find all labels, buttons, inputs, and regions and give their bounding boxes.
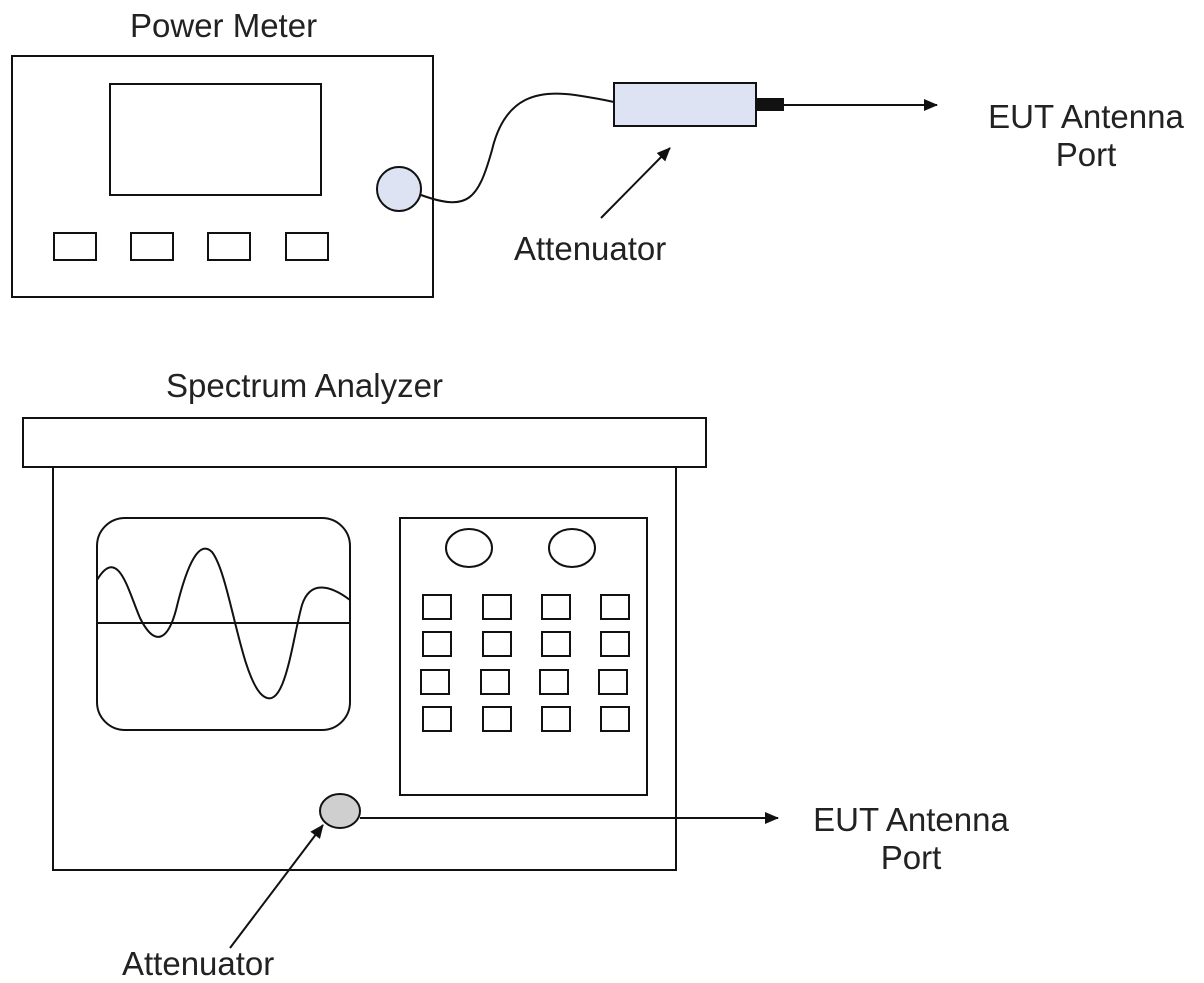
analyzer-key xyxy=(600,706,630,732)
analyzer-key xyxy=(600,631,630,657)
top-attenuator-pointer xyxy=(600,147,671,219)
bottom-port-label-line1: EUT Antenna xyxy=(813,801,1009,838)
analyzer-knob xyxy=(445,528,493,568)
bottom-attenuator-label: Attenuator xyxy=(122,945,275,982)
power-meter-display xyxy=(109,83,322,196)
power-meter-input-connector xyxy=(376,166,422,212)
power-meter-label: Power Meter xyxy=(130,7,318,44)
analyzer-input-attenuator xyxy=(319,793,361,829)
analyzer-key xyxy=(539,669,569,695)
bottom-port-label-line2: Port xyxy=(880,839,942,876)
top-port-label-line2: Port xyxy=(1055,136,1117,173)
power-meter-button xyxy=(130,232,174,261)
top-eut-antenna-port-label: EUT Antenna Port xyxy=(972,98,1200,174)
analyzer-key xyxy=(480,669,510,695)
power-meter-button xyxy=(285,232,329,261)
analyzer-key xyxy=(598,669,628,695)
analyzer-key xyxy=(541,631,571,657)
analyzer-key xyxy=(422,706,452,732)
analyzer-key xyxy=(422,631,452,657)
analyzer-key xyxy=(420,669,450,695)
top-attenuator-label: Attenuator xyxy=(514,230,667,267)
analyzer-knob xyxy=(548,528,596,568)
analyzer-key xyxy=(482,706,512,732)
power-meter xyxy=(11,55,434,298)
analyzer-key xyxy=(482,594,512,620)
analyzer-key xyxy=(541,594,571,620)
power-meter-button xyxy=(207,232,251,261)
inline-attenuator xyxy=(613,82,757,127)
analyzer-key xyxy=(482,631,512,657)
analyzer-key xyxy=(600,594,630,620)
analyzer-key xyxy=(422,594,452,620)
analyzer-top-bar xyxy=(22,417,707,468)
bottom-eut-antenna-port-label: EUT Antenna Port xyxy=(793,801,1029,877)
top-port-label-line1: EUT Antenna xyxy=(988,98,1184,135)
power-meter-cable xyxy=(420,92,615,204)
spectrum-analyzer xyxy=(22,417,707,871)
spectrum-analyzer-label: Spectrum Analyzer xyxy=(166,367,443,404)
screen-waveform xyxy=(96,547,351,700)
power-meter-button xyxy=(53,232,97,261)
bottom-attenuator-pointer xyxy=(229,824,324,949)
attenuator-connector xyxy=(756,98,784,111)
analyzer-key xyxy=(541,706,571,732)
